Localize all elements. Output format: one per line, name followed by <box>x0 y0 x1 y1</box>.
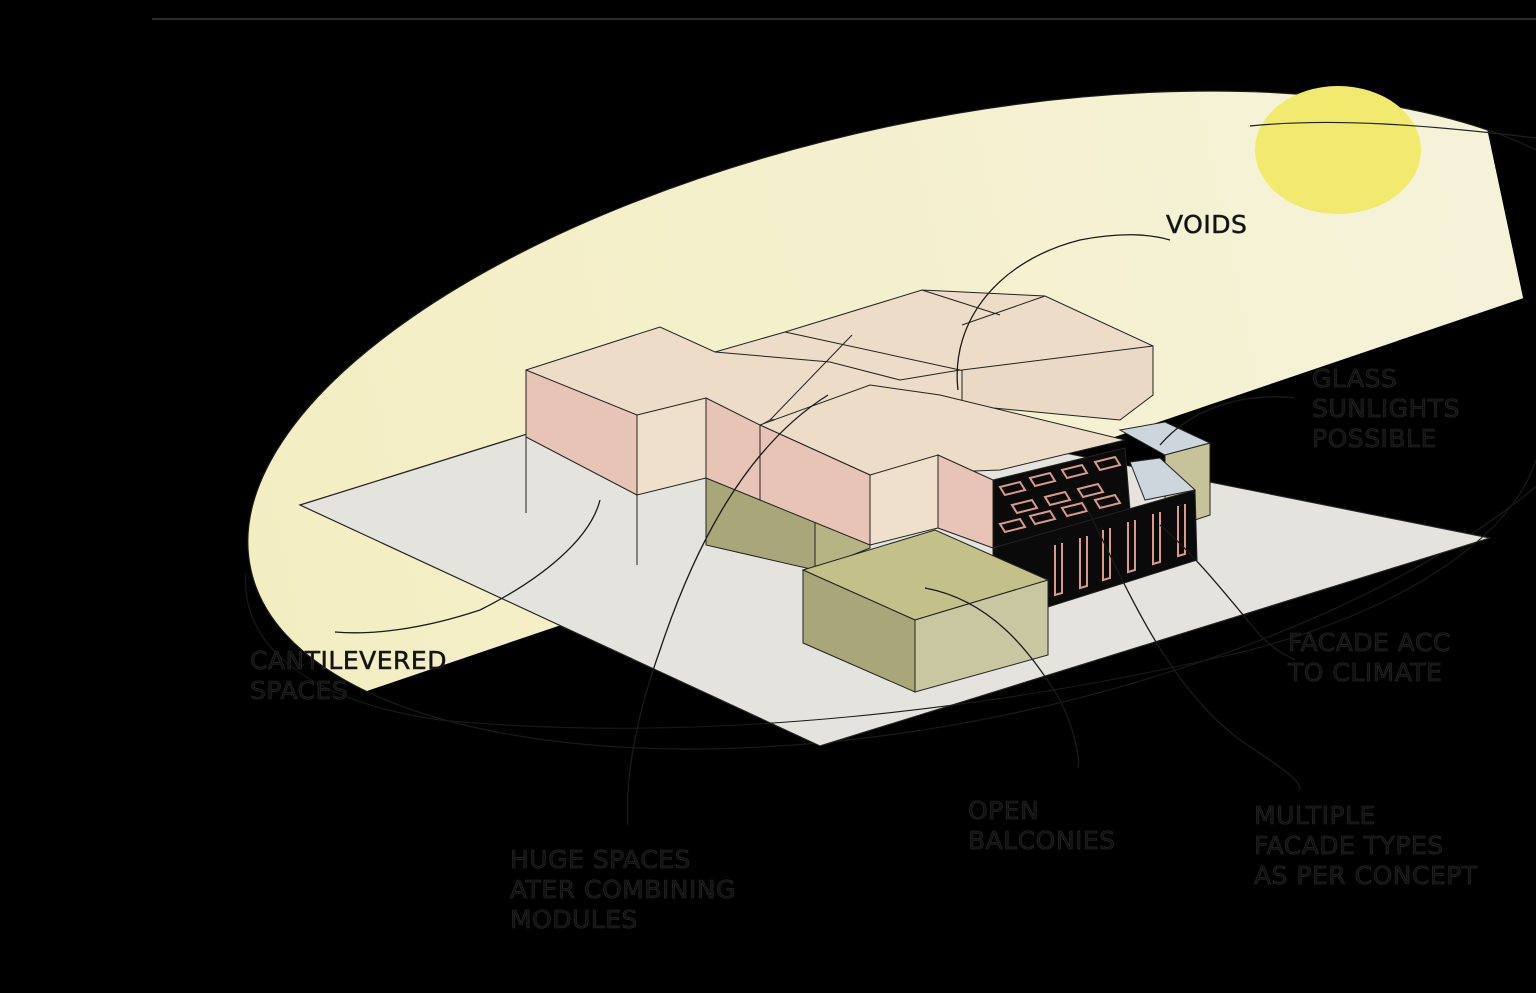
leader-voids <box>956 234 1171 391</box>
leader-lines <box>245 234 1536 826</box>
sun-arc <box>1249 121 1536 139</box>
label-multiple-facade: MULTIPLE FACADE TYPES AS PER CONCEPT <box>1254 801 1478 891</box>
sun <box>1255 86 1421 214</box>
label-open-balconies: OPEN BALCONIES <box>968 796 1116 856</box>
label-glass-sunlights: GLASS SUNLIGHTS POSSIBLE <box>1312 364 1460 454</box>
leader-multiple-facade <box>1079 494 1301 791</box>
leader-balconies <box>924 587 1080 769</box>
facade-fins <box>1054 504 1186 597</box>
leader-glass <box>1159 396 1296 446</box>
label-huge-spaces: HUGE SPACES ATER COMBINING MODULES <box>510 845 736 935</box>
leader-huge-spaces <box>626 394 829 826</box>
balcony-block-side <box>914 579 1049 693</box>
leader-cantilever <box>334 499 601 634</box>
sun-path-ellipse <box>247 90 1536 750</box>
module-back-side <box>961 345 1154 421</box>
leader-facade-climate <box>1159 524 1296 661</box>
label-voids: VOIDS <box>1166 210 1248 240</box>
module-left-side <box>636 397 707 496</box>
label-facade-climate: FACADE ACC TO CLIMATE <box>1288 628 1451 688</box>
sun-path-lower <box>245 459 1536 729</box>
label-cantilevered-spaces: CANTILEVERED SPACES <box>250 646 447 706</box>
facade-pattern-bricks <box>998 455 1122 534</box>
